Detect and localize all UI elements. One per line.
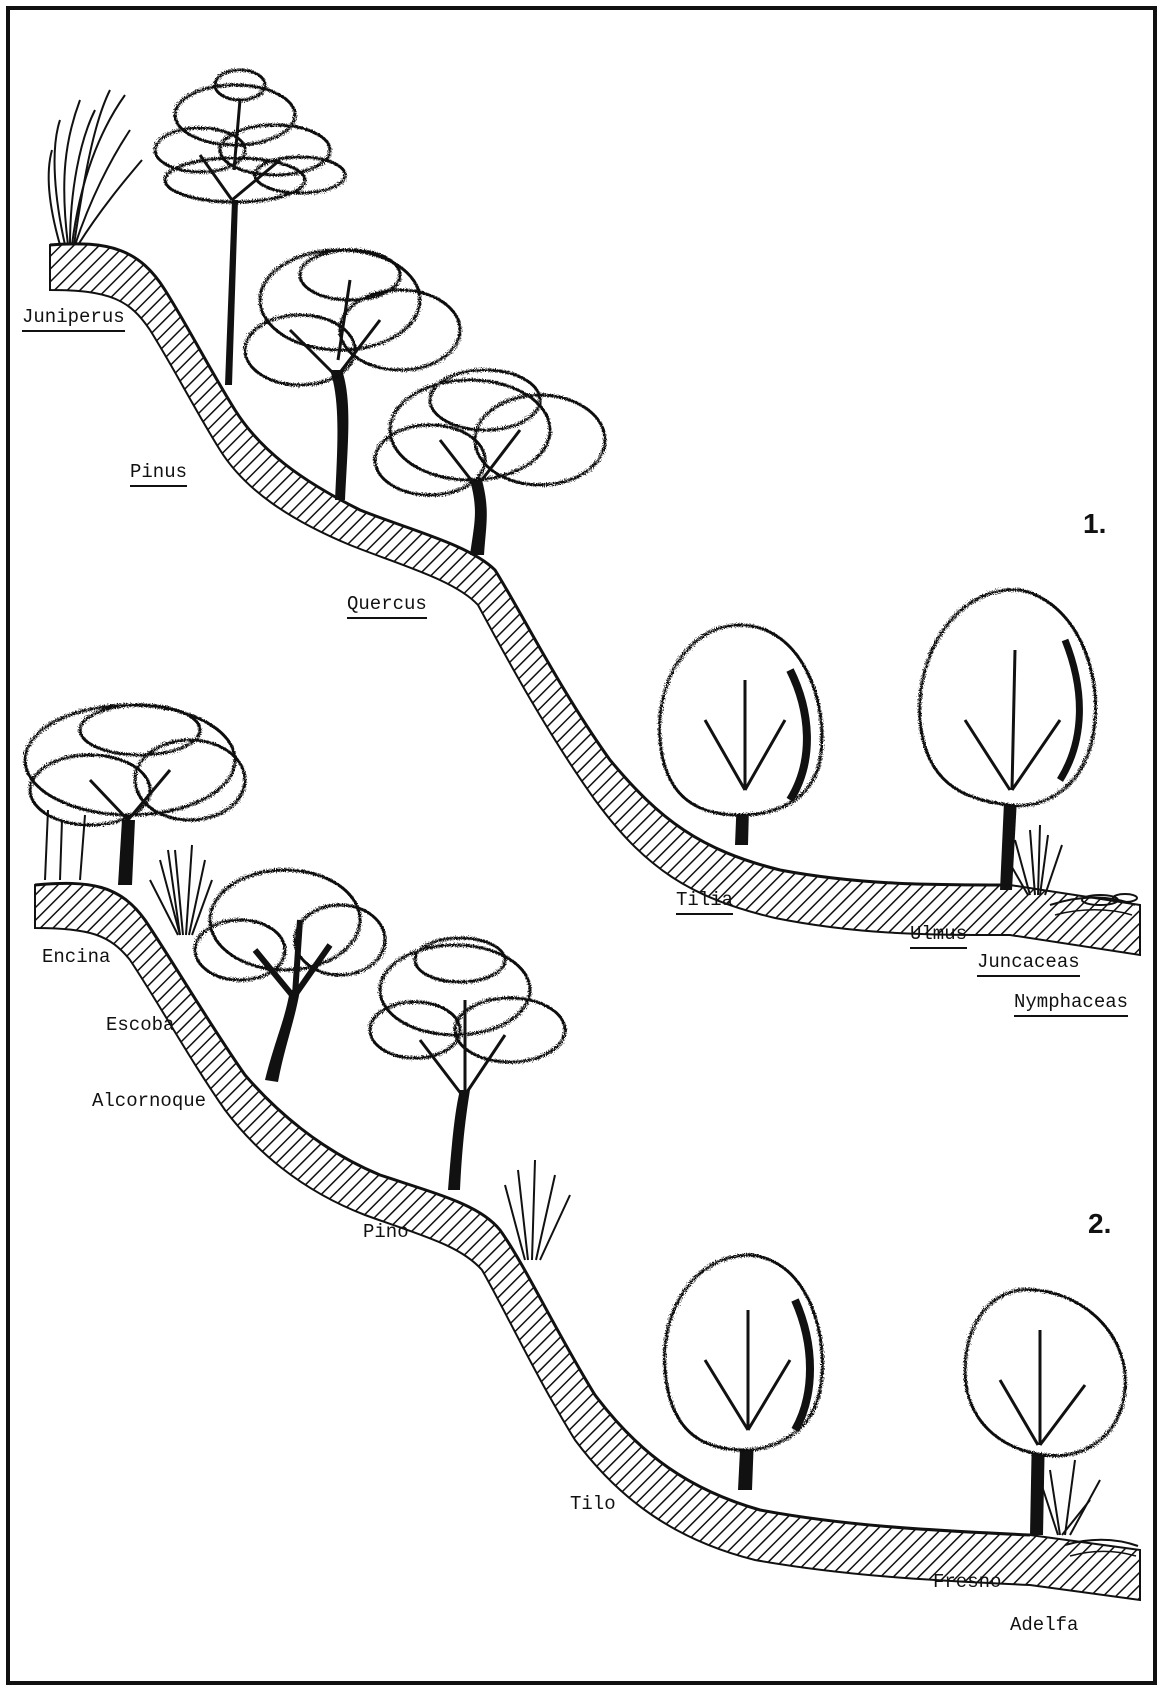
encina-tree xyxy=(25,705,245,885)
adelfa-shrub xyxy=(1040,1460,1100,1535)
label-adelfa: Adelfa xyxy=(1010,1616,1078,1635)
juniperus-plant xyxy=(49,90,142,245)
tilia-tree xyxy=(660,625,822,845)
tilo-tree xyxy=(665,1255,823,1490)
label-quercus: Quercus xyxy=(347,595,427,619)
ulmus-tree xyxy=(920,590,1096,890)
label-pinus: Pinus xyxy=(130,463,187,487)
reed-clump xyxy=(505,1160,570,1260)
diagram-1-number: 1. xyxy=(1083,508,1106,540)
label-escoba: Escoba xyxy=(106,1016,174,1035)
label-tilia: Tilia xyxy=(676,891,733,915)
diagram-2-number: 2. xyxy=(1088,1208,1111,1240)
label-alcornoque: Alcornoque xyxy=(92,1092,206,1111)
label-fresno: Fresno xyxy=(933,1573,1001,1592)
label-juncaceas: Juncaceas xyxy=(977,953,1080,977)
label-juniperus: Juniperus xyxy=(22,308,125,332)
label-pino: Pino xyxy=(363,1223,409,1242)
label-encina: Encina xyxy=(42,948,110,967)
escoba-shrub xyxy=(150,845,212,935)
label-tilo: Tilo xyxy=(570,1495,616,1514)
pino-tree xyxy=(370,938,565,1190)
label-ulmus: Ulmus xyxy=(910,925,967,949)
label-nymphaceas: Nymphaceas xyxy=(1014,993,1128,1017)
